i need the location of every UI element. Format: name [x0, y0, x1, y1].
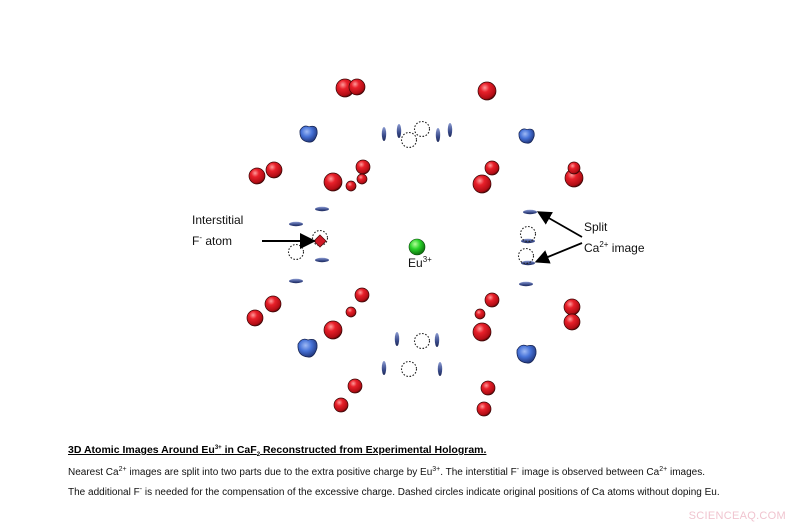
split-ca-ellipse [523, 209, 537, 215]
red-atom [348, 78, 366, 96]
split-arrow-top [536, 211, 583, 238]
split-label-line1: Split [584, 220, 608, 234]
red-atom [265, 161, 283, 179]
blue-atom [518, 128, 535, 144]
red-atom [345, 306, 357, 318]
red-atom [480, 380, 496, 396]
split-ca-ellipse [289, 278, 303, 284]
split-ca-ellipse [381, 361, 387, 375]
red-atom [347, 378, 363, 394]
red-atom [567, 161, 581, 175]
interstitial-label-line1: Interstitial [192, 213, 244, 227]
red-atom [356, 173, 368, 185]
dashed-circle [519, 225, 537, 243]
red-atom [476, 401, 492, 417]
split-ca-ellipse [434, 333, 440, 347]
split-ca-ellipse [447, 123, 453, 137]
caption-line-1: Nearest Ca2+ images are split into two p… [68, 466, 705, 479]
blue-atom [299, 125, 318, 143]
blue-atom [297, 338, 318, 358]
interstitial-f-atom [313, 234, 327, 248]
red-atom [477, 81, 497, 101]
split-ca-ellipse [396, 124, 402, 138]
red-atom [355, 159, 371, 175]
red-atom [563, 313, 581, 331]
dashed-circle [413, 332, 431, 350]
split-ca-ellipse [521, 238, 535, 244]
split-ca-ellipse [315, 206, 329, 212]
atomic-hologram-figure [246, 78, 584, 417]
red-atom [323, 172, 343, 192]
ca-far-atom-images [297, 125, 537, 364]
f-atom-images [246, 78, 584, 417]
red-atom [484, 160, 500, 176]
blue-atom [516, 344, 537, 364]
red-atom [484, 292, 500, 308]
eu-label: Eu3+ [408, 255, 432, 271]
red-atom [264, 295, 282, 313]
dashed-circle [400, 131, 418, 149]
dashed-circle [413, 120, 431, 138]
caption-line-2: The additional F- is needed for the comp… [68, 486, 720, 499]
split-arrow-bottom [534, 242, 583, 264]
interstitial-label-line2: F- atom [192, 233, 233, 249]
split-ca-ellipse [437, 362, 443, 376]
figure-caption: 3D Atomic Images Around Eu3+ in CaF2 Rec… [68, 444, 788, 503]
caption-title: 3D Atomic Images Around Eu3+ in CaF2 Rec… [68, 444, 487, 459]
split-ca-ellipse [435, 128, 441, 142]
red-atom [563, 298, 581, 316]
red-atom [472, 322, 492, 342]
split-ca-images [289, 123, 537, 376]
split-ca-ellipse [315, 257, 329, 263]
red-atom [345, 180, 357, 192]
split-ca-ellipse [381, 127, 387, 141]
dashed-circle [287, 243, 305, 261]
red-atom [323, 320, 343, 340]
eu-center-atom [408, 238, 426, 256]
dashed-circle [400, 360, 418, 378]
dashed-circle [517, 247, 535, 265]
split-ca-ellipse [394, 332, 400, 346]
split-ca-ellipse [289, 221, 303, 227]
red-atom [246, 309, 264, 327]
red-atom [474, 308, 486, 320]
red-atom [472, 174, 492, 194]
split-label-line2: Ca2+ image [584, 240, 645, 256]
split-ca-ellipse [519, 281, 533, 287]
watermark: SCIENCEAQ.COM [688, 510, 786, 522]
red-atom [354, 287, 370, 303]
red-atom [333, 397, 349, 413]
red-atom [248, 167, 266, 185]
